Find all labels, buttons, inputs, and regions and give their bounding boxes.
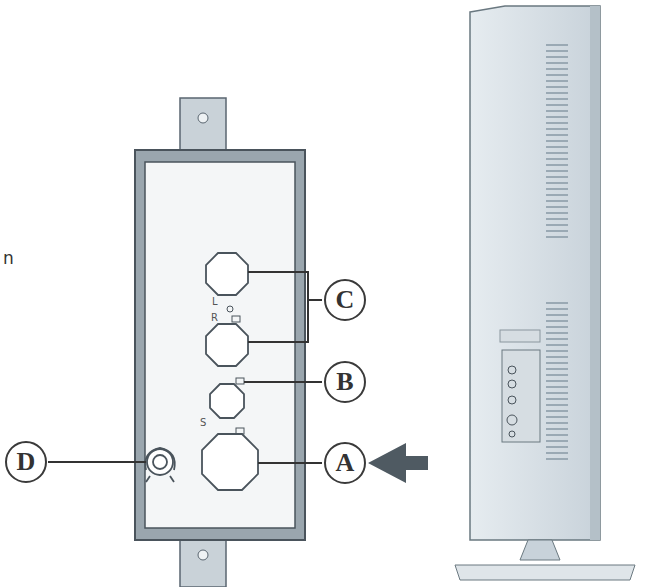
callout-circle: A [324, 442, 366, 484]
callout-letter: A [336, 450, 355, 476]
port-label: L [212, 297, 218, 307]
callout-letter: C [336, 287, 355, 313]
margin-text: n [3, 250, 14, 267]
callout-circle: B [324, 361, 366, 403]
port-label: R [211, 313, 218, 323]
monitor [368, 6, 635, 580]
callout-circle: C [324, 279, 366, 321]
leader-lines [48, 272, 322, 463]
ports [145, 253, 258, 490]
callout-letter: D [17, 449, 36, 475]
port-label: S [200, 418, 206, 428]
callout-letter: B [336, 369, 353, 395]
callout-circle: D [5, 441, 47, 483]
